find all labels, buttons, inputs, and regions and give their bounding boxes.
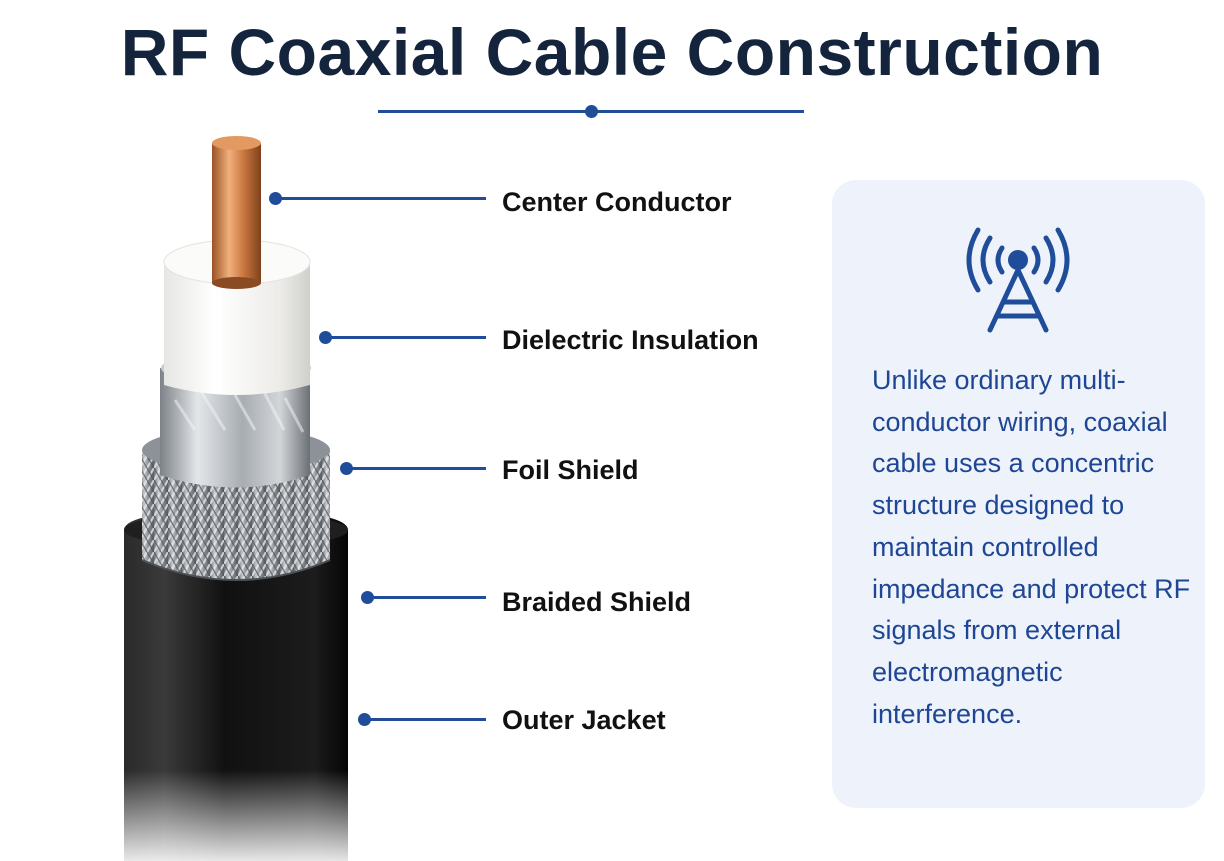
label-foil-shield: Foil Shield — [502, 455, 639, 485]
page-title: RF Coaxial Cable Construction — [120, 15, 1104, 89]
center-conductor-layer — [212, 136, 261, 289]
leader-dot-outer-jacket — [358, 713, 371, 726]
label-braided-shield: Braided Shield — [502, 587, 692, 617]
info-card: Unlike ordinary multi-conductor wiring, … — [832, 180, 1205, 808]
dielectric-insulation-layer — [163, 239, 311, 395]
leader-line-dielectric-insulation — [326, 336, 486, 339]
leader-line-center-conductor — [276, 197, 486, 200]
antenna-tower-icon — [966, 227, 1070, 333]
leader-dot-dielectric-insulation — [319, 331, 332, 344]
leader-line-braided-shield — [368, 596, 486, 599]
label-outer-jacket: Outer Jacket — [502, 705, 666, 735]
leader-line-outer-jacket — [365, 718, 486, 721]
info-card-text: Unlike ordinary multi-conductor wiring, … — [872, 365, 1191, 729]
leader-line-foil-shield — [347, 467, 486, 470]
label-center-conductor: Center Conductor — [502, 187, 732, 217]
leader-dot-center-conductor — [269, 192, 282, 205]
leader-dot-foil-shield — [340, 462, 353, 475]
title-underline-dot — [585, 105, 598, 118]
leader-dot-braided-shield — [361, 591, 374, 604]
outer-jacket-layer — [124, 508, 348, 861]
coax-cable-illustration — [124, 136, 348, 861]
label-dielectric-insulation: Dielectric Insulation — [502, 325, 759, 355]
